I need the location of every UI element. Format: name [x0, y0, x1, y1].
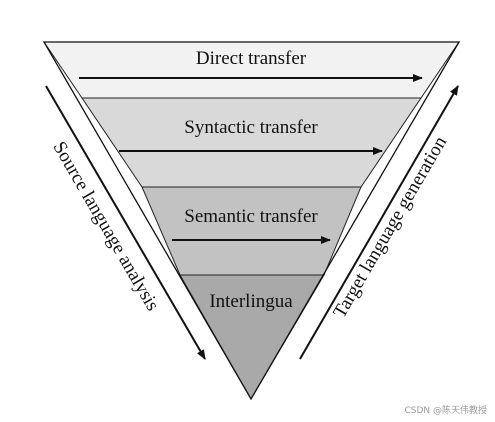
level-label-direct-transfer: Direct transfer — [196, 48, 307, 69]
level-label-semantic-transfer: Semantic transfer — [184, 206, 318, 227]
pyramid-outline — [42, 41, 461, 401]
watermark: CSDN @陈天伟教授 — [404, 406, 487, 416]
target-generation-arrow — [299, 85, 459, 360]
level-band-syntactic-transfer — [81, 97, 422, 188]
source-analysis-arrow — [45, 85, 206, 360]
level-label-interlingua: Interlingua — [209, 291, 293, 312]
level-band-semantic-transfer — [141, 186, 362, 276]
level-label-syntactic-transfer: Syntactic transfer — [184, 117, 318, 138]
